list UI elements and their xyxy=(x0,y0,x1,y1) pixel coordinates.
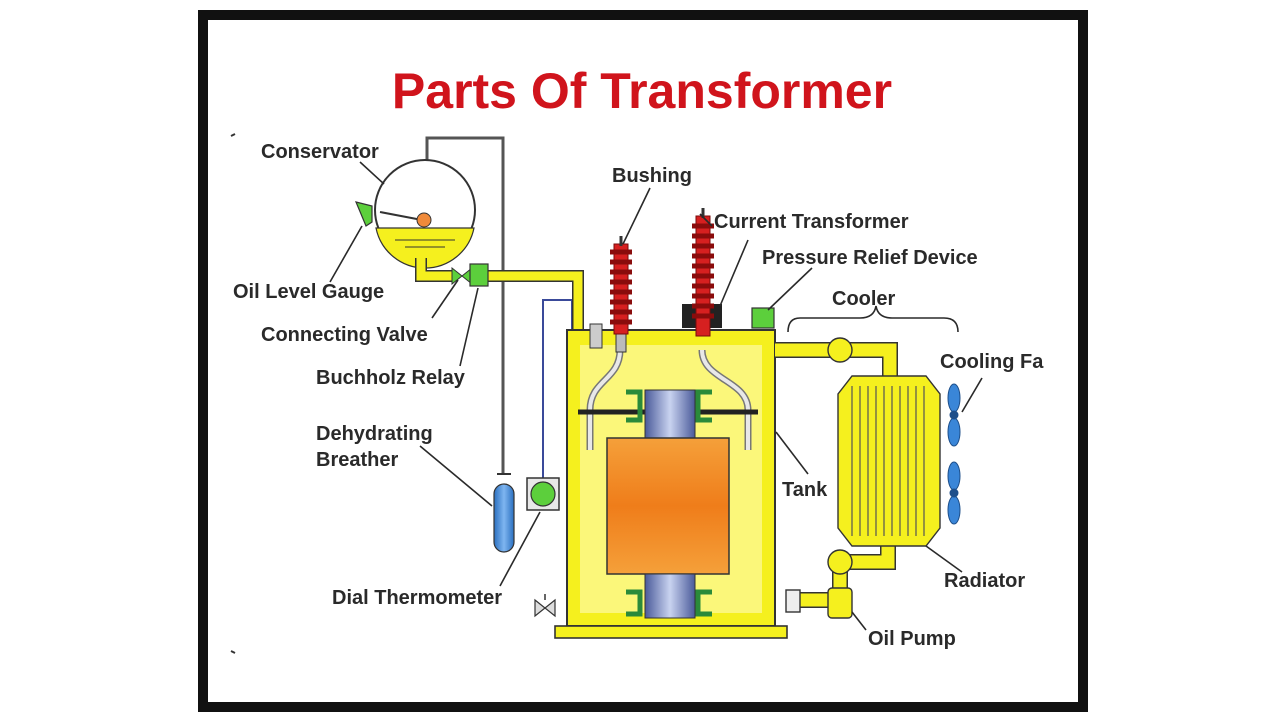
bushing-lead-left-core xyxy=(588,349,622,450)
cooling-fan-top xyxy=(947,383,961,447)
label-pressure-relief-device: Pressure Relief Device xyxy=(762,247,978,269)
bottom-clamp xyxy=(626,589,712,617)
diagram-title: Parts Of Transformer xyxy=(392,63,892,119)
dehydrating-breather xyxy=(493,473,515,553)
leader-conservator xyxy=(359,161,385,185)
oil-pump xyxy=(785,587,853,619)
oil-level-gauge xyxy=(354,201,373,227)
transformer-core xyxy=(606,437,730,575)
leader-oil-level-gauge xyxy=(329,225,363,283)
label-buchholz-relay: Buchholz Relay xyxy=(316,367,466,389)
corner-mark xyxy=(230,133,236,137)
leader-current-transformer-2 xyxy=(719,239,749,307)
label-connecting-valve: Connecting Valve xyxy=(261,324,428,346)
leader-bushing xyxy=(622,187,651,245)
cooler-brace xyxy=(787,305,959,333)
label-tank: Tank xyxy=(782,479,828,501)
cooling-fan-bottom xyxy=(947,461,961,525)
leader-connecting-valve xyxy=(431,279,459,319)
drain-valve xyxy=(534,598,556,618)
label-dial-thermometer: Dial Thermometer xyxy=(332,587,502,609)
connecting-pipe-b xyxy=(485,271,583,332)
label-cooler: Cooler xyxy=(832,288,896,310)
connecting-pipe-a xyxy=(416,258,452,281)
cooler-outlet-valve xyxy=(827,549,853,575)
leader-tank xyxy=(775,431,809,475)
leader-cooling-fan xyxy=(961,377,983,413)
label-oil-level-gauge: Oil Level Gauge xyxy=(233,281,384,303)
tank-inlet xyxy=(589,323,603,349)
cooler-inlet-pipe xyxy=(775,343,897,376)
leader-dial-thermometer xyxy=(499,511,541,587)
bottom-coil xyxy=(644,573,696,619)
cooler-inlet-valve xyxy=(827,337,853,363)
top-clamp xyxy=(626,389,712,423)
leader-pressure-relief xyxy=(767,267,813,311)
radiator xyxy=(837,375,941,547)
bushing-lead-right-core xyxy=(700,349,750,450)
leader-current-transformer xyxy=(699,213,713,227)
label-dehydrating: Dehydrating xyxy=(316,423,433,445)
leader-oil-pump xyxy=(851,611,867,631)
corner-mark xyxy=(230,650,236,654)
buchholz-relay xyxy=(469,263,489,287)
pressure-relief-device xyxy=(751,307,775,329)
connecting-valve xyxy=(451,266,473,286)
label-breather: Breather xyxy=(316,449,398,471)
label-radiator: Radiator xyxy=(944,570,1025,592)
pipe-outline xyxy=(485,270,584,332)
dial-thermometer xyxy=(526,477,560,511)
label-cooling-fan: Cooling Fa xyxy=(940,351,1044,373)
label-bushing: Bushing xyxy=(612,165,692,187)
top-coil xyxy=(644,389,696,441)
bushing-right xyxy=(682,208,722,337)
leader-buchholz-relay xyxy=(459,287,479,367)
conservator xyxy=(374,159,476,269)
leader-radiator xyxy=(925,545,963,573)
label-oil-pump: Oil Pump xyxy=(868,628,956,650)
breather-pipe xyxy=(425,136,505,475)
bushing-left xyxy=(610,236,632,353)
label-conservator: Conservator xyxy=(261,141,379,163)
leader-dehydrating-breather xyxy=(419,445,493,507)
label-current-transformer: Current Transformer xyxy=(714,211,909,233)
